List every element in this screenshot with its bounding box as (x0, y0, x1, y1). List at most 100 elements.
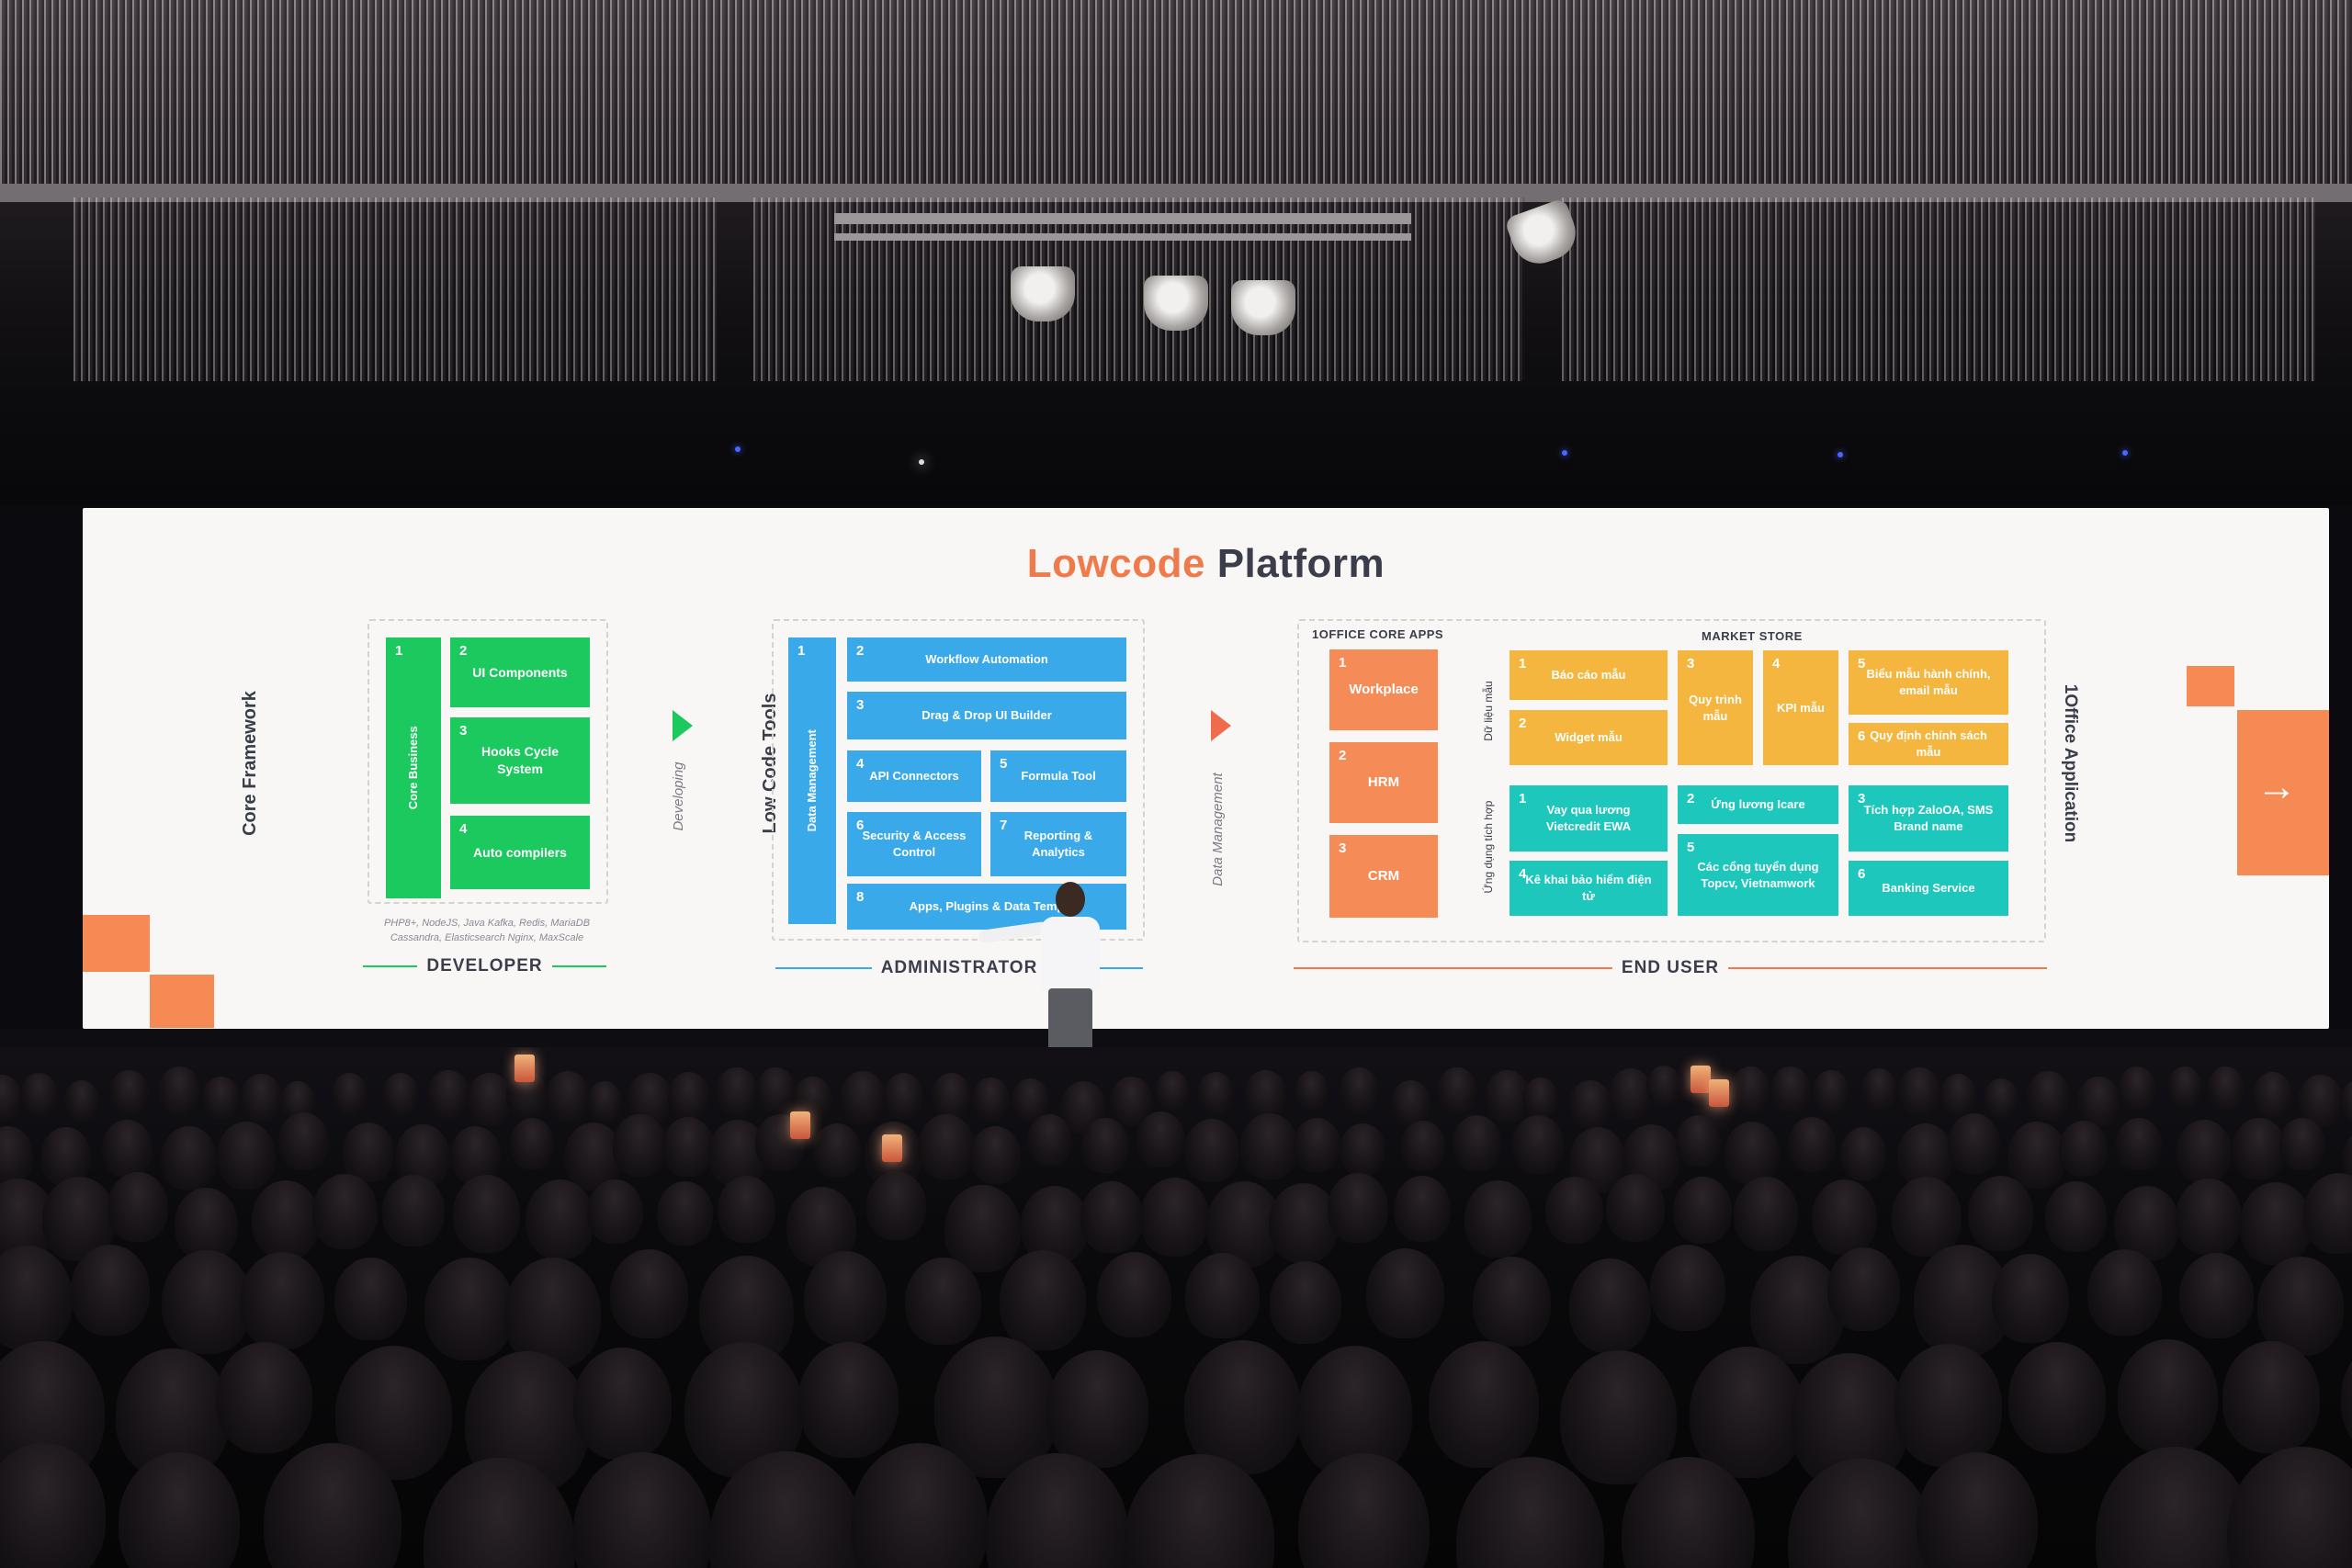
audience-head (1000, 1250, 1086, 1350)
audience-head (587, 1081, 622, 1122)
phone-screen (790, 1111, 810, 1139)
audience-head (1240, 1113, 1298, 1179)
audience-head (2059, 1121, 2108, 1177)
audience-head (504, 1258, 601, 1369)
audience-head (1673, 1177, 1732, 1244)
audience-head (252, 1180, 320, 1259)
audience-head (2007, 1122, 2066, 1189)
audience-head (2179, 1253, 2254, 1338)
audience-head (217, 1122, 276, 1190)
end-user-role: END USER (1294, 958, 2047, 978)
audience-head (1730, 1066, 1770, 1113)
audience-head (161, 1126, 217, 1190)
audience-head (1968, 1176, 2033, 1251)
audience-head (1827, 1247, 1900, 1331)
audience-head (2341, 1338, 2352, 1457)
audience-head (1080, 1181, 1143, 1253)
developer-panel (368, 619, 608, 904)
audience-head (1097, 1252, 1171, 1337)
arrow-right-icon: → (2256, 764, 2297, 809)
audience-head (2114, 1186, 2179, 1261)
audience-head (2087, 1249, 2162, 1336)
audience-head (1788, 1117, 1836, 1172)
audience-head (2279, 1118, 2325, 1170)
stage-led (735, 446, 741, 452)
audience-head (1646, 1066, 1681, 1106)
slide-title: Lowcode Platform (83, 541, 2329, 587)
play-arrow-icon (1211, 710, 1231, 741)
audience-head (798, 1342, 899, 1458)
audience-head (2340, 1080, 2352, 1122)
audience-head (453, 1175, 520, 1253)
audience-head (1081, 1118, 1129, 1173)
audience-head (1734, 1177, 1798, 1251)
audience-head (2303, 1173, 2352, 1254)
audience-head (1437, 1067, 1477, 1113)
core-apps-heading: 1OFFICE CORE APPS (1312, 627, 1444, 641)
audience-head (1269, 1183, 1339, 1263)
audience-head (1522, 1077, 1558, 1119)
audience-head (109, 1070, 149, 1115)
lighting-rail-lower (834, 233, 1411, 241)
phone-screen (882, 1134, 902, 1162)
audience-head (332, 1073, 368, 1114)
audience-head (1750, 1256, 1844, 1364)
developer-role: DEVELOPER (363, 956, 607, 976)
audience-head (813, 1123, 861, 1178)
audience-head (424, 1258, 514, 1360)
audience-head (2227, 1447, 2352, 1568)
audience-head (1340, 1123, 1385, 1176)
audience-head (175, 1188, 238, 1260)
data-management-transition-label: Data Management (1210, 773, 1226, 886)
audience-head (2207, 1066, 2245, 1111)
audience-head (546, 1071, 590, 1122)
audience-head (1569, 1080, 1611, 1129)
audience-head (1185, 1253, 1260, 1338)
audience-head (2027, 1071, 2070, 1121)
audience-head (918, 1114, 975, 1179)
phone-screen (1709, 1079, 1729, 1107)
audience-head (1984, 1078, 2018, 1118)
stage-led (1562, 450, 1567, 456)
audience-head (1724, 1122, 1780, 1185)
audience-head (1140, 1178, 1209, 1257)
audience-head (1894, 1344, 2002, 1467)
audience-head (1184, 1340, 1301, 1474)
next-arrow-block (2237, 710, 2329, 875)
audience-head (2045, 1181, 2107, 1252)
audience-head (1401, 1121, 1445, 1171)
audience-head (1197, 1072, 1234, 1114)
audience-head (1394, 1176, 1451, 1242)
audience-head (970, 1126, 1021, 1184)
audience-head (1606, 1174, 1665, 1242)
audience-head (467, 1073, 513, 1126)
audience-head (2176, 1179, 2242, 1255)
audience-head (932, 1073, 971, 1119)
audience-head (2257, 1257, 2344, 1356)
audience-head (1295, 1071, 1329, 1111)
audience-head (1155, 1071, 1190, 1111)
audience-head (1270, 1261, 1341, 1344)
developing-label: Developing (671, 761, 686, 831)
audience-head (1046, 1350, 1148, 1468)
presenter-head (1056, 882, 1085, 917)
end-user-panel (1297, 619, 2046, 942)
audience-head (716, 1067, 758, 1116)
audience-head (1366, 1248, 1444, 1338)
audience-head (107, 1172, 168, 1242)
title-rest: Platform (1204, 541, 1385, 586)
